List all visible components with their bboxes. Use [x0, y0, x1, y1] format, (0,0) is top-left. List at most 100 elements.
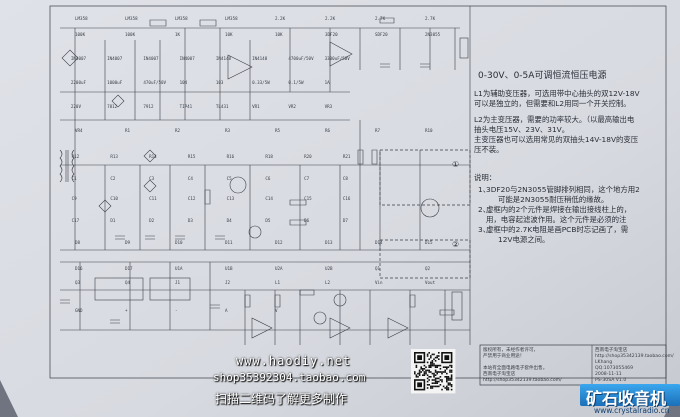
qr-module [426, 374, 429, 376]
component-label: D15 [425, 240, 433, 245]
qr-module [434, 380, 437, 383]
notes-l1-line-2: 可以是独立的，但需要和L2用同一个开关控制。 [474, 99, 631, 108]
qr-module [431, 385, 434, 388]
qr-module [446, 377, 448, 380]
qr-module [428, 384, 430, 386]
item-number-1: 1、 [478, 185, 491, 194]
qr-module [438, 355, 440, 357]
qr-module [447, 384, 450, 386]
watermark-shop: shop35392304.taobao.com [213, 371, 366, 384]
qr-module [436, 382, 438, 384]
qr-module [425, 371, 427, 373]
qr-module [426, 369, 429, 372]
qr-module [436, 356, 438, 359]
component-label: 470uF/50V [143, 80, 166, 85]
qr-module [438, 377, 440, 380]
component-label: R20 [304, 154, 312, 159]
explain-item-2: 可能是2N3055耐压稍低的缘故。 [498, 195, 609, 204]
qr-module [433, 374, 435, 376]
qr-module [444, 371, 446, 373]
qr-module [438, 380, 440, 383]
component-label: C6 [265, 176, 271, 181]
component-label: 7912 [143, 104, 154, 109]
qr-module [444, 366, 446, 368]
component-label: C5 [227, 176, 233, 181]
component-label: Vout [425, 280, 436, 285]
component-label: R1 [125, 128, 131, 133]
title-block-right-1: 西南电子淘宝店 [595, 348, 628, 353]
component-label: R16 [227, 154, 235, 159]
component-label: Q3 [75, 280, 81, 285]
qr-module [434, 366, 437, 368]
qr-module [415, 366, 418, 368]
qr-module [446, 368, 448, 370]
title-block-left-5: 西南电子淘宝店 [483, 372, 516, 377]
logo-bar [580, 384, 680, 406]
qr-module [433, 382, 435, 384]
component-label: C7 [304, 176, 310, 181]
qr-module [449, 377, 451, 380]
qr-module [430, 356, 432, 359]
component-label: J1 [175, 280, 181, 285]
component-label: 0.33/5W [252, 80, 270, 85]
qr-module [431, 361, 434, 364]
component-label: L2 [325, 280, 331, 285]
qr-module [449, 371, 451, 373]
explain-item-5: 虚框中的2.7K电阻是画PCB时忘记画了，需 [486, 225, 629, 234]
qr-module [450, 384, 453, 386]
qr-module [447, 382, 450, 384]
component-label: LM358 [125, 16, 138, 21]
qr-module [450, 377, 453, 380]
qr-module [420, 371, 422, 373]
component-label: R10 [425, 128, 433, 133]
component-label: IN4148 [216, 56, 232, 61]
qr-module [422, 368, 424, 370]
qr-module [438, 358, 440, 360]
component-label: U2A [275, 266, 283, 271]
qr-module [431, 364, 434, 367]
qr-module [428, 358, 430, 360]
qr-module [418, 374, 421, 376]
qr-module [450, 374, 453, 376]
qr-module [434, 374, 437, 376]
qr-module [442, 366, 445, 368]
qr-module [446, 385, 448, 388]
qr-module [423, 374, 426, 376]
qr-module [423, 371, 426, 373]
qr-finder [417, 355, 422, 360]
qr-module [422, 369, 424, 372]
component-label: TL431 [216, 104, 229, 109]
qr-module [450, 385, 453, 388]
qr-module [444, 376, 446, 378]
component-label: IN4007 [180, 56, 196, 61]
notes-l2-line-1: L2为主变压器，需要的功率较大。（以最高输出电 [474, 115, 635, 124]
component-label: 2.7K [375, 16, 386, 21]
qr-module [449, 384, 451, 386]
qr-module [444, 387, 446, 389]
component-label: 103 [216, 80, 224, 85]
qr-module [433, 364, 435, 367]
qr-module [449, 379, 451, 381]
qr-module [434, 379, 437, 381]
component-label: Q4 [125, 280, 131, 285]
qr-module [441, 388, 443, 391]
qr-module [434, 356, 437, 359]
qr-module [426, 380, 429, 383]
item-number-3: 3、 [478, 225, 491, 234]
qr-module [433, 379, 435, 381]
component-label: VR2 [288, 104, 296, 109]
qr-module [417, 376, 419, 378]
qr-module [433, 363, 435, 365]
qr-module [447, 379, 450, 381]
qr-module [450, 371, 453, 373]
component-label: 100K [125, 32, 136, 37]
title-block-right-6: PS-30SA V1.0 [595, 378, 627, 383]
qr-module [438, 385, 440, 388]
component-label: 104 [180, 80, 188, 85]
qr-module [434, 377, 437, 380]
component-label: VR4 [75, 128, 83, 133]
qr-module [414, 371, 416, 373]
explain-title: 说明： [474, 173, 497, 182]
component-label: C2 [110, 176, 116, 181]
